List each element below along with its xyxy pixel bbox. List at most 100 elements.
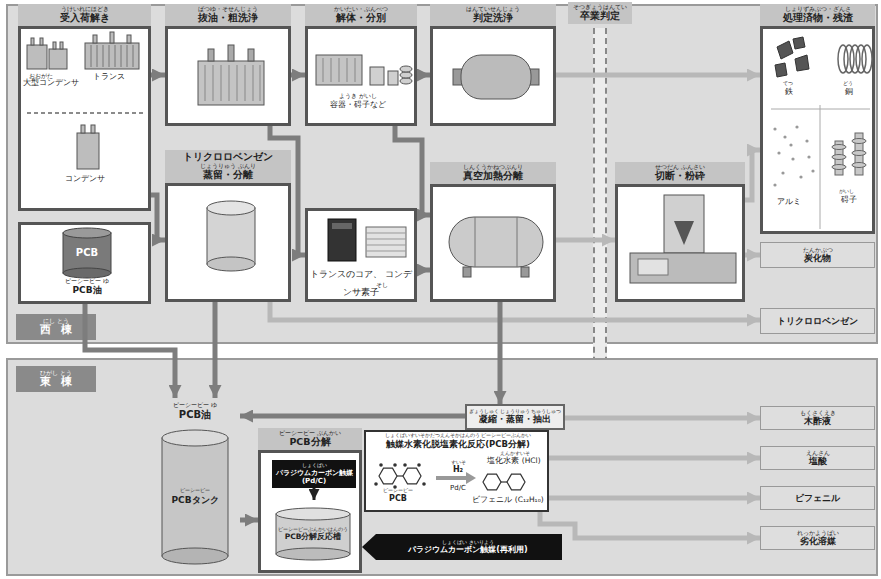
output-box: ピーシービーぶんかいはんのうそうPCB分解反応槽 — [270, 500, 356, 566]
output-box: しょくばいパラジウムカーボン触媒 (Pd/C) — [272, 460, 356, 488]
node-label: しょくばいすいそかだつえんそかはんのう ピーシービーぶんかい — [370, 433, 546, 438]
output-box: もくさくえき木酢液 — [760, 406, 875, 430]
box-text: れっかようばい劣化溶媒 — [761, 527, 874, 549]
building-name: 東棟 — [40, 376, 82, 389]
building-label: にし とう西棟 — [16, 314, 96, 340]
process-body: おおがた大型コンデンサトランスコンデンサ — [18, 26, 151, 211]
process-header: そつぎょうはんてい卒業判定 — [568, 2, 632, 24]
process-box: うけいれにほどき受入荷解き おおがた大型コンデンサトランスコンデンサ — [18, 4, 151, 211]
node-label: がいし — [839, 189, 854, 195]
process-title: じょうりゅう ぶんり — [200, 163, 256, 170]
node-label: PCB — [378, 494, 418, 503]
node-label: すいそ — [442, 460, 474, 466]
box-text: たんかぶつ炭化物 — [761, 243, 874, 267]
ruby-text: しょくばい さいりよう — [442, 540, 494, 546]
output-box: PCB ピーシービー ゆPCB油 — [18, 222, 151, 304]
process-box: しょりずみぶつ・ざんさ処理済物・残渣 てつ鉄どう銅アルミがいし碍子 — [760, 4, 875, 234]
process-body — [165, 183, 291, 302]
output-box: えんさん塩酸 — [760, 446, 875, 470]
node-label: 碍子 — [841, 195, 857, 204]
process-header: かいたい・ぶんべつ解体・分別 — [305, 4, 417, 26]
process-header: トリクロロベンゼンじょうりゅう ぶんり蒸留・分離 — [165, 150, 291, 183]
process-box: はんていせんじょう判定洗浄 — [430, 4, 556, 126]
process-box: トリクロロベンゼンじょうりゅう ぶんり蒸留・分離 — [165, 150, 291, 302]
wash-tank-illustration — [433, 29, 553, 123]
building-label: ひがし とう東棟 — [16, 366, 96, 392]
node-label: ピーシービー — [378, 488, 418, 494]
process-title: 蒸留・分離 — [203, 170, 253, 181]
box-title: ビフェニル — [795, 493, 840, 503]
building-band: にし とう西棟うけいれにほどき受入荷解き おおがた大型コンデンサトランスコンデン… — [6, 4, 878, 344]
process-box: せつだん ふんさい切断・粉砕 — [615, 162, 745, 302]
output-box: しょくばいすいそかだつえんそかはんのう ピーシービーぶんかい触媒水素化脱塩素化反… — [364, 430, 549, 512]
process-title: かいたい・ぶんべつ — [334, 6, 388, 13]
output-box: ピーシービー ゆPCB油ピーシービーPCBタンク — [150, 398, 240, 573]
node-label: 塩化水素 (HCl) — [480, 457, 548, 466]
node-label: 容器・碍子など — [308, 100, 408, 109]
process-title: しんくうかねつぶんり — [463, 164, 523, 171]
box-title: 凝縮・蒸留・抽出 — [479, 414, 551, 424]
process-title: 卒業判定 — [580, 11, 620, 22]
process-box: しんくうかねつぶんり真空加熱分離 — [430, 162, 556, 302]
process-header: しょりずみぶつ・ざんさ処理済物・残渣 — [760, 4, 875, 26]
box-text: ぎょうしゅく じょうりゅう ちゅうしゅつ凝縮・蒸留・抽出 — [467, 406, 563, 428]
output-box: トリクロロベンゼン — [760, 308, 875, 334]
process-body — [430, 26, 556, 126]
box-text: しょくばいパラジウムカーボン触媒 (Pd/C) — [272, 460, 356, 488]
process-box: ばつゆ・そせんじょう抜油・粗洗浄 — [165, 4, 291, 126]
process-body — [615, 184, 745, 302]
process-header: せつだん ふんさい切断・粉砕 — [615, 162, 745, 184]
node-label: 触媒水素化脱塩素化反応(PCB分解) — [370, 440, 546, 450]
process-box: ピーシービー ぶんかいPCB分解しょくばいパラジウムカーボン触媒 (Pd/C) … — [258, 428, 362, 573]
node-label: ピーシービー ゆ — [61, 278, 113, 284]
node-label: コンデンサ — [65, 175, 105, 184]
process-title: せつだん ふんさい — [655, 164, 705, 171]
core-illustration — [308, 211, 414, 299]
process-title: 判定洗浄 — [473, 13, 513, 24]
node-label: PCB分解反応槽 — [276, 533, 350, 542]
node-label: トランス — [93, 73, 125, 82]
process-body: ようき がいし容器・碍子など — [305, 26, 417, 126]
process-title: 抜油・粗洗浄 — [198, 13, 258, 24]
node-label: PCB油 — [61, 285, 113, 295]
disassembly-illustration — [308, 29, 414, 123]
node-label: てつ — [783, 81, 793, 87]
node-label: 銅 — [845, 87, 853, 96]
process-header: ピーシービー ぶんかいPCB分解 — [258, 428, 362, 450]
box-title: パラジウムカーボン触媒 (Pd/C) — [275, 469, 353, 485]
node-label: トランスのコア、 コンデンサ素子 — [309, 265, 413, 301]
process-body: てつ鉄どう銅アルミがいし碍子 — [760, 26, 875, 234]
process-title: PCB分解 — [289, 437, 330, 448]
node-label: ピーシービー ゆ — [150, 402, 240, 408]
process-title: 解体・分別 — [336, 13, 386, 24]
process-title: ばつゆ・そせんじょう — [198, 6, 258, 13]
crusher-illustration — [618, 187, 742, 299]
process-title: トリクロロベンゼン — [183, 152, 273, 163]
ruby-text: えんさん — [806, 450, 830, 456]
box-text: もくさくえき木酢液 — [761, 407, 874, 429]
building-name: 西棟 — [40, 324, 82, 337]
box-title: 木酢液 — [804, 416, 831, 426]
process-title: しょりずみぶつ・ざんさ — [785, 6, 851, 13]
node-label: どう — [843, 81, 853, 87]
process-title: ピーシービー ぶんかい — [279, 430, 341, 437]
output-box: しょくばい さいりようパラジウムカーボン触媒(再利用) — [362, 534, 562, 560]
process-body — [165, 26, 291, 126]
process-header: ばつゆ・そせんじょう抜油・粗洗浄 — [165, 4, 291, 26]
node-label: アルミ — [777, 197, 801, 206]
node-label: Pd/C — [438, 484, 478, 492]
output-box: ぎょうしゅく じょうりゅう ちゅうしゅつ凝縮・蒸留・抽出 — [465, 404, 565, 430]
process-title: 切断・粉砕 — [655, 171, 705, 182]
process-title: うけいれにほどき — [61, 6, 109, 13]
still-illustration — [168, 186, 288, 299]
process-title: 真空加熱分離 — [463, 171, 523, 182]
node-label: ビフェニル (C₁₂H₁₀) — [466, 496, 550, 505]
node-label: PCB — [71, 247, 103, 259]
node-label: PCBタンク — [162, 495, 228, 505]
box-title: 塩酸 — [809, 456, 827, 466]
node-label: PCB油 — [150, 409, 240, 421]
box-title: トリクロロベンゼン — [777, 316, 858, 326]
node-label: そし — [376, 282, 388, 289]
node-label: ようき がいし — [308, 93, 408, 99]
process-title: 受入荷解き — [60, 13, 110, 24]
